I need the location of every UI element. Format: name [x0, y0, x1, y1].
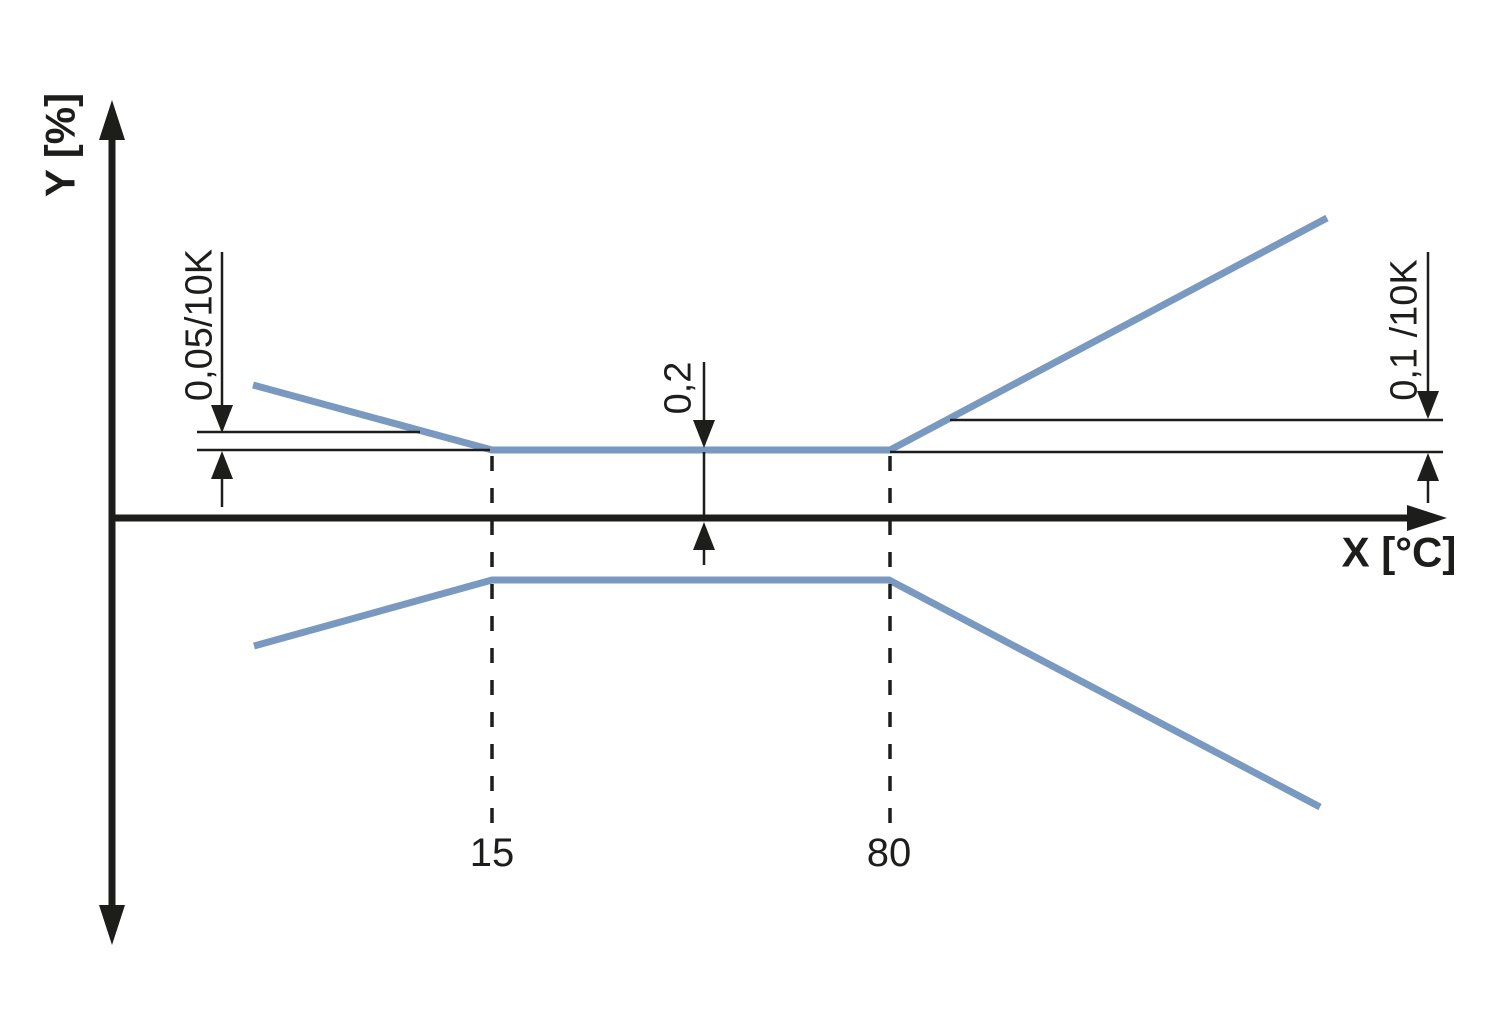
left-dim-arrow-up-icon — [211, 451, 233, 479]
upper-limit-line — [252, 214, 1329, 454]
dim-right-slope: 0,1 /10K — [890, 252, 1443, 503]
left-slope-annotation: 0,05/10K — [178, 249, 220, 401]
y-axis-label: Y [%] — [37, 93, 84, 197]
tick-label-80: 80 — [867, 831, 912, 875]
right-slope-annotation: 0,1 /10K — [1383, 259, 1425, 401]
y-axis-arrow-up-icon — [99, 100, 125, 140]
right-dim-arrow-up-icon — [1417, 453, 1439, 481]
right-dim-arrow-down-icon — [1417, 391, 1439, 419]
tolerance-band — [252, 214, 1329, 811]
y-axis: Y [%] — [37, 93, 125, 945]
x-axis: X [°C] — [109, 505, 1456, 576]
breakpoint-15: 15 — [470, 456, 515, 875]
center-offset-annotation: 0,2 — [657, 362, 699, 415]
x-axis-label: X [°C] — [1342, 529, 1457, 576]
dim-center-offset: 0,2 — [657, 362, 715, 565]
x-axis-arrow-right-icon — [1407, 505, 1447, 531]
y-axis-arrow-down-icon — [99, 905, 125, 945]
left-dim-arrow-down-icon — [211, 405, 233, 433]
breakpoint-80: 80 — [867, 456, 912, 875]
tick-label-15: 15 — [470, 831, 515, 875]
center-dim-arrow-up-icon — [693, 522, 715, 550]
dim-left-slope: 0,05/10K — [178, 249, 490, 507]
center-dim-arrow-down-icon — [693, 420, 715, 448]
lower-limit-line — [253, 576, 1322, 811]
